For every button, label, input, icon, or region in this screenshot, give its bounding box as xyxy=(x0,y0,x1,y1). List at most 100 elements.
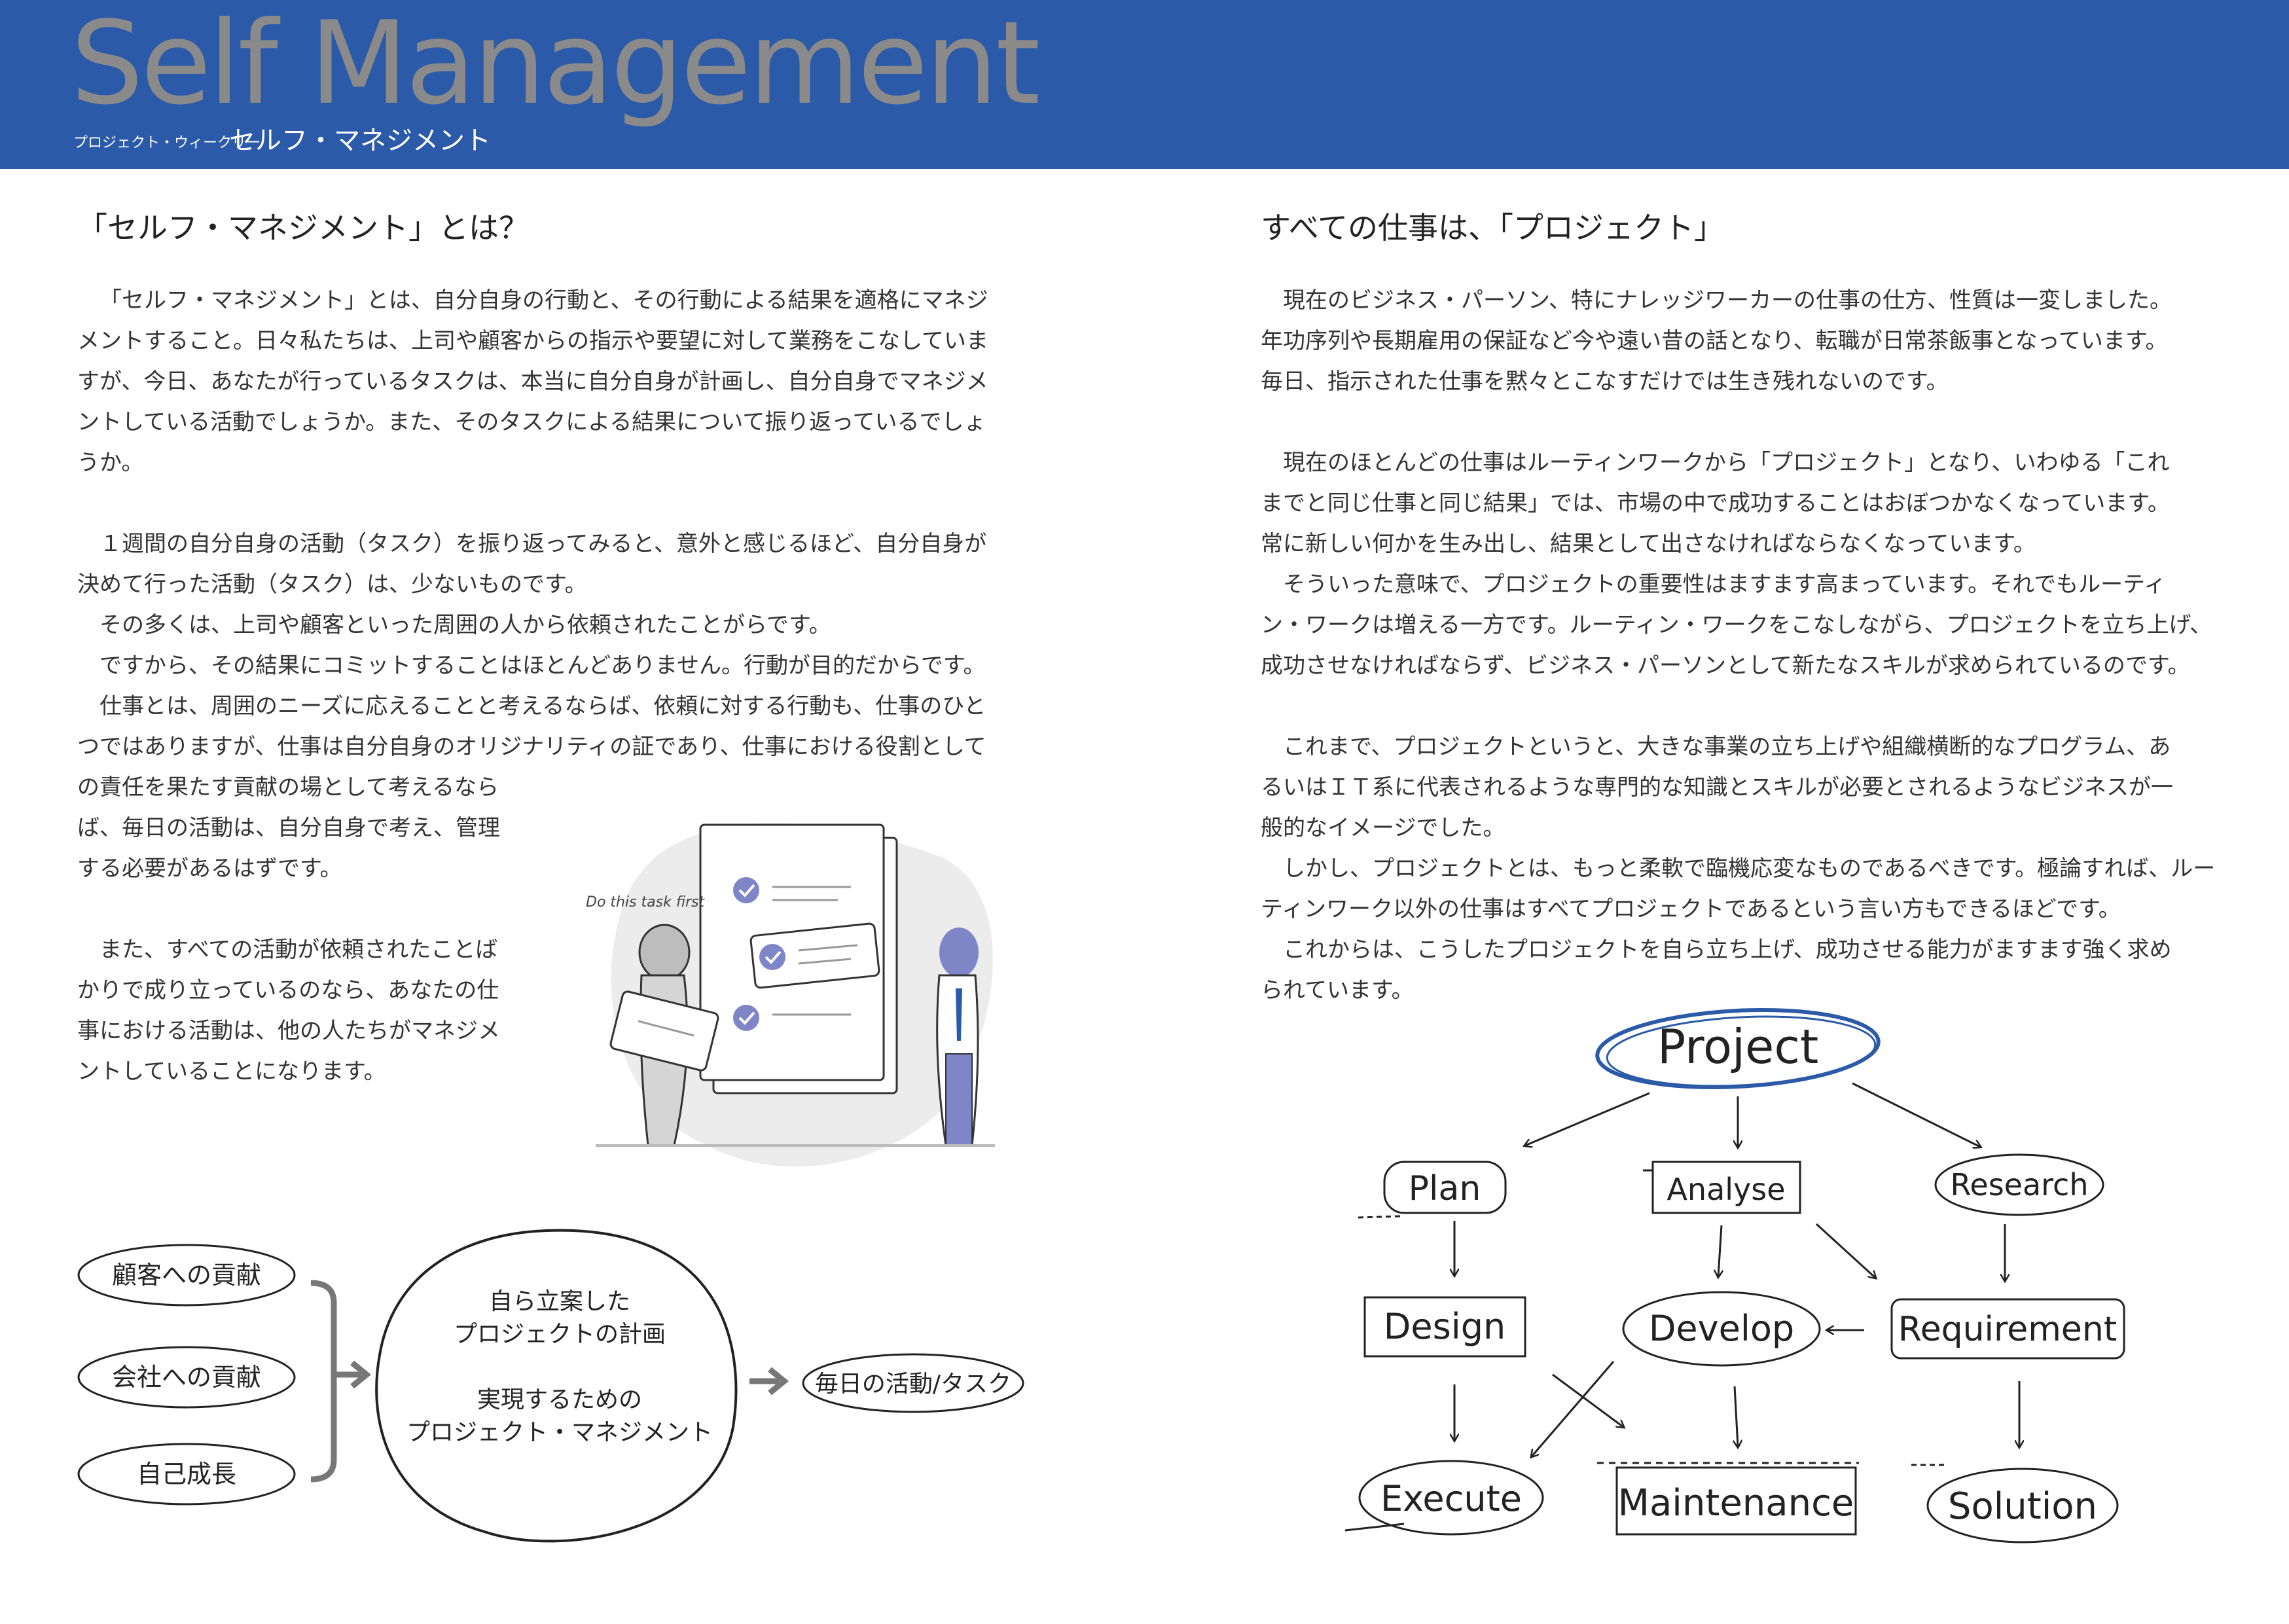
node-label: 会社への貢献 xyxy=(112,1363,261,1392)
solution-node-label: Solution xyxy=(1948,1485,2097,1528)
node-daily-activity xyxy=(802,1353,1024,1413)
left-body-text: 「セルフ・マネジメント」とは、自分自身の行動と、その行動による結果を適格にマネジ… xyxy=(77,280,1033,1092)
right-body-text: 現在のビジネス・パーソン、特にナレッジワーカーの仕事の仕方、性質は一変しました。… xyxy=(1261,280,2216,1011)
arrow-cross xyxy=(1552,1373,1623,1427)
arrow-develop-execute xyxy=(1532,1361,1615,1456)
necktie xyxy=(956,988,962,1041)
check-mark-icon xyxy=(765,950,782,964)
design-node-label: Design xyxy=(1384,1306,1505,1347)
central-circle xyxy=(375,1229,738,1543)
develop-node xyxy=(1622,1291,1821,1367)
person-left-head xyxy=(638,924,691,981)
left-line: メントすること。日々私たちは、上司や顧客からの指示や要望に対して業務をこなしてい… xyxy=(77,328,988,354)
left-line: すが、今日、あなたが行っているタスクは、本当に自分自身が計画し、自分自身でマネジ… xyxy=(77,369,988,395)
left-line: かりで成り立っているのなら、あなたの仕 xyxy=(77,977,499,1003)
left-line: ントしていることになります。 xyxy=(77,1058,386,1085)
right-line: 成功させなければならず、ビジネス・パーソンとして新たなスキルが求められているので… xyxy=(1261,653,2190,679)
right-line: までと同じ仕事と同じ結果」では、市場の中で成功することはおぼつかなくなっています… xyxy=(1261,490,2170,516)
project-node-outline xyxy=(1595,1007,1881,1090)
brand-title: Self Management xyxy=(71,0,1040,130)
left-line: ですから、その結果にコミットすることはほとんどありません。行動が目的だからです。 xyxy=(99,653,986,679)
arrow-analyse-develop xyxy=(1718,1225,1721,1276)
node-customer-contribution xyxy=(77,1244,296,1307)
right-line: 現在のほとんどの仕事はルーティンワークから「プロジェクト」となり、いわゆる「これ xyxy=(1283,450,2170,476)
analyse-node xyxy=(1651,1161,1801,1214)
grouping-bracket xyxy=(310,1280,337,1483)
check-circle-icon xyxy=(733,877,759,903)
right-line: られています。 xyxy=(1261,977,1414,1003)
person-right-legs xyxy=(945,1053,973,1146)
left-line: の責任を果たす貢献の場として考えるなら xyxy=(77,774,499,801)
left-line: また、すべての活動が依頼されたことば xyxy=(99,937,498,963)
project-node-label: Project xyxy=(1657,1019,1818,1074)
right-section-heading: すべての仕事は、「プロジェクト」 xyxy=(1261,210,1724,245)
left-line: １週間の自分自身の活動（タスク）を振り返ってみると、意外と感じるほど、自分自身が xyxy=(99,531,987,557)
arrow-project-plan xyxy=(1525,1092,1650,1146)
arrow-analyse-requirement xyxy=(1815,1223,1875,1278)
right-line: 毎日、指示された仕事を黙々とこなすだけでは生き残れないのです。 xyxy=(1261,369,1949,395)
left-line: 事における活動は、他の人たちがマネジメ xyxy=(77,1018,500,1044)
plan-node xyxy=(1383,1161,1507,1214)
node-label: 顧客への貢献 xyxy=(112,1261,261,1290)
right-line: 般的なイメージでした。 xyxy=(1261,815,1505,841)
check-mark-icon xyxy=(738,884,755,897)
analyse-node-label: Analyse xyxy=(1667,1172,1785,1207)
execute-node xyxy=(1358,1460,1544,1536)
project-flow-diagram: Project Plan Analyse Research Design Dev… xyxy=(1344,1007,2125,1543)
node-label: 毎日の活動/タスク xyxy=(815,1371,1011,1398)
right-line: これまで、プロジェクトというと、大きな事業の立ち上げや組織横断的なプログラム、あ xyxy=(1283,734,2171,760)
right-line: 常に新しい何かを生み出し、結果として出さなければならなくなっています。 xyxy=(1261,531,2036,557)
right-line: 現在のビジネス・パーソン、特にナレッジワーカーの仕事の仕方、性質は一変しました。 xyxy=(1283,287,2172,314)
right-line: るいはＩＴ系に代表されるような専門的な知識とスキルが必要とされるようなビジネスが… xyxy=(1261,774,2173,801)
left-line: 決めて行った活動（タスク）は、少ないものです。 xyxy=(77,571,587,598)
center-line: プロジェクト・マネジメント xyxy=(406,1419,713,1446)
plan-node-label: Plan xyxy=(1409,1169,1481,1208)
task-card xyxy=(749,922,880,989)
right-line: 年功序列や長期雇用の保証など今や遠い昔の話となり、転職が日常茶飯事となっています… xyxy=(1261,328,2168,354)
design-node xyxy=(1363,1296,1526,1358)
right-line: しかし、プロジェクトとは、もっと柔軟で臨機応変なものであるべきです。極論すれば、… xyxy=(1283,856,2216,882)
arrowhead-icon xyxy=(768,1367,789,1396)
node-company-contribution xyxy=(77,1346,296,1409)
left-line: うか。 xyxy=(77,450,144,476)
task-illustration: Do this task first xyxy=(586,823,995,1167)
header-banner: Self Management プロジェクト・ウィークリー セルフ・マネジメント xyxy=(0,0,2289,169)
check-circle-icon xyxy=(759,944,785,970)
center-line: 自ら立案した xyxy=(489,1288,630,1315)
check-circle-icon xyxy=(733,1005,759,1031)
requirement-node-label: Requirement xyxy=(1898,1310,2117,1349)
right-line: ン・ワークは増える一方です。ルーティン・ワークをこなしながら、プロジェクトを立ち… xyxy=(1261,612,2212,638)
arrowhead-icon xyxy=(350,1360,372,1389)
illustration-caption: Do this task first xyxy=(586,894,706,911)
person-right-head xyxy=(939,928,979,977)
arrow-develop-maintenance xyxy=(1735,1386,1738,1447)
arrow-project-research xyxy=(1852,1082,1980,1147)
left-line: その多くは、上司や顧客といった周囲の人から依頼されたことがらです。 xyxy=(99,612,831,638)
check-mark-icon xyxy=(738,1011,755,1025)
maintenance-node-label: Maintenance xyxy=(1618,1482,1854,1525)
research-node-label: Research xyxy=(1951,1167,2089,1202)
node-label: 自己成長 xyxy=(137,1460,236,1489)
left-section-heading: 「セルフ・マネジメント」とは？ xyxy=(77,210,529,245)
center-line: 実現するための xyxy=(477,1386,642,1413)
left-line: する必要があるはずです。 xyxy=(77,856,342,882)
left-line: つではありますが、仕事は自分自身のオリジナリティの証であり、仕事における役割とし… xyxy=(77,734,986,760)
maintenance-node xyxy=(1615,1466,1857,1536)
execute-node-label: Execute xyxy=(1380,1478,1522,1519)
left-line: 「セルフ・マネジメント」とは、自分自身の行動と、その行動による結果を適格にマネジ xyxy=(99,287,988,314)
develop-node-label: Develop xyxy=(1649,1308,1794,1349)
requirement-node xyxy=(1890,1298,2125,1360)
right-line: そういった意味で、プロジェクトの重要性はますます高まっています。それでもルーティ xyxy=(1283,571,2167,598)
node-self-growth xyxy=(77,1443,296,1506)
left-line: ば、毎日の活動は、自分自身で考え、管理 xyxy=(77,815,500,841)
right-line: これからは、こうしたプロジェクトを自ら立ち上げ、成功させる能力がますます強く求め xyxy=(1283,937,2172,963)
solution-node xyxy=(1926,1468,2119,1543)
left-line: 仕事とは、周囲のニーズに応えることと考えるならば、依頼に対する行動も、仕事のひと xyxy=(99,693,986,719)
right-line: ティンワーク以外の仕事はすべてプロジェクトであるという言い方もできるほどです。 xyxy=(1261,896,2121,922)
held-card xyxy=(609,990,719,1072)
contribution-diagram: 顧客への貢献 会社への貢献 自己成長 自ら立案した プロジェクトの計画 実現する… xyxy=(77,1229,1024,1543)
left-line: ントしている活動でしょうか。また、そのタスクによる結果について振り返っているでし… xyxy=(77,409,986,435)
research-node xyxy=(1934,1153,2104,1216)
center-line: プロジェクトの計画 xyxy=(454,1321,666,1348)
brand-subtitle-small: プロジェクト・ウィークリー xyxy=(73,135,261,151)
